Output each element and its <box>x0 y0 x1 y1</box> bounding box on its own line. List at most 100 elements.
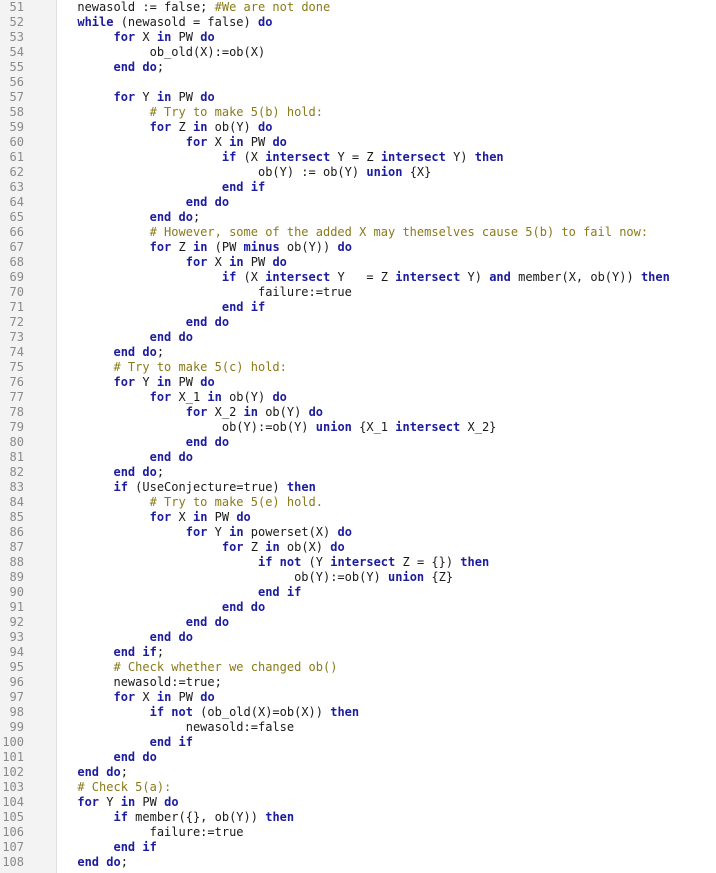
line-number: 54 <box>9 45 24 59</box>
code-line[interactable]: 65 end do; <box>0 210 716 225</box>
code-token: ob(Y) <box>207 120 258 134</box>
code-line[interactable]: 75 # Try to make 5(c) hold: <box>0 360 716 375</box>
code-text: end do <box>34 750 156 765</box>
code-token: (Y <box>301 555 331 569</box>
keyword-token: end do <box>149 210 193 224</box>
keyword-token: for <box>185 255 208 269</box>
code-line[interactable]: 78 for X_2 in ob(Y) do <box>0 405 716 420</box>
code-line[interactable]: 53 for X in PW do <box>0 30 716 45</box>
code-token: X <box>207 135 230 149</box>
code-line[interactable]: 85 for X in PW do <box>0 510 716 525</box>
code-line[interactable]: 76 for Y in PW do <box>0 375 716 390</box>
code-line[interactable]: 52 while (newasold = false) do <box>0 15 716 30</box>
code-token: PW <box>207 510 237 524</box>
code-line[interactable]: 57 for Y in PW do <box>0 90 716 105</box>
code-token <box>34 750 113 764</box>
code-token: X <box>207 255 230 269</box>
code-line[interactable]: 102 end do; <box>0 765 716 780</box>
code-token: X_2 <box>207 405 244 419</box>
code-text: if (UseConjecture=true) then <box>34 480 315 495</box>
code-line[interactable]: 88 if not (Y intersect Z = {}) then <box>0 555 716 570</box>
code-line[interactable]: 77 for X_1 in ob(Y) do <box>0 390 716 405</box>
code-line[interactable]: 101 end do <box>0 750 716 765</box>
code-line[interactable]: 80 end do <box>0 435 716 450</box>
code-line[interactable]: 97 for X in PW do <box>0 690 716 705</box>
code-line[interactable]: 54 ob_old(X):=ob(X) <box>0 45 716 60</box>
code-token: X_1 <box>171 390 208 404</box>
code-line[interactable]: 86 for Y in powerset(X) do <box>0 525 716 540</box>
code-line[interactable]: 103 # Check 5(a): <box>0 780 716 795</box>
code-line[interactable]: 105 if member({}, ob(Y)) then <box>0 810 716 825</box>
code-token <box>34 780 77 794</box>
code-line[interactable]: 69 if (X intersect Y = Z intersect Y) an… <box>0 270 716 285</box>
code-token: ; <box>156 645 165 659</box>
keyword-token: do <box>257 15 273 29</box>
code-line[interactable]: 89 ob(Y):=ob(Y) union {Z} <box>0 570 716 585</box>
code-text: # Try to make 5(b) hold: <box>34 105 323 120</box>
code-line[interactable]: 58 # Try to make 5(b) hold: <box>0 105 716 120</box>
code-line[interactable]: 71 end if <box>0 300 716 315</box>
code-line[interactable]: 72 end do <box>0 315 716 330</box>
keyword-token: union <box>315 420 352 434</box>
code-line[interactable]: 98 if not (ob_old(X)=ob(X)) then <box>0 705 716 720</box>
code-line[interactable]: 106 failure:=true <box>0 825 716 840</box>
code-line[interactable]: 67 for Z in (PW minus ob(Y)) do <box>0 240 716 255</box>
keyword-token: end if <box>149 735 193 749</box>
code-token: Y <box>135 375 157 389</box>
code-line[interactable]: 51 newasold := false; #We are not done <box>0 0 716 15</box>
code-line[interactable]: 92 end do <box>0 615 716 630</box>
code-token <box>34 105 150 119</box>
code-line[interactable]: 100 end if <box>0 735 716 750</box>
code-line[interactable]: 60 for X in PW do <box>0 135 716 150</box>
line-number: 71 <box>9 300 24 314</box>
code-line[interactable]: 59 for Z in ob(Y) do <box>0 120 716 135</box>
code-token: powerset(X) <box>243 525 338 539</box>
code-line[interactable]: 91 end do <box>0 600 716 615</box>
code-line[interactable]: 63 end if <box>0 180 716 195</box>
code-token: Y <box>207 525 230 539</box>
code-line[interactable]: 108 end do; <box>0 855 716 870</box>
code-line[interactable]: 62 ob(Y) := ob(Y) union {X} <box>0 165 716 180</box>
code-line[interactable]: 73 end do <box>0 330 716 345</box>
code-text: # Try to make 5(c) hold: <box>34 360 286 375</box>
code-token: failure:=true <box>34 285 352 299</box>
code-line[interactable]: 82 end do; <box>0 465 716 480</box>
code-line[interactable]: 94 end if; <box>0 645 716 660</box>
code-line[interactable]: 87 for Z in ob(X) do <box>0 540 716 555</box>
code-line[interactable]: 104 for Y in PW do <box>0 795 716 810</box>
code-token: member({}, ob(Y)) <box>127 810 266 824</box>
code-token: failure:=true <box>34 825 244 839</box>
code-token: Z <box>171 120 193 134</box>
keyword-token: in <box>229 255 244 269</box>
code-line[interactable]: 96 newasold:=true; <box>0 675 716 690</box>
code-line[interactable]: 93 end do <box>0 630 716 645</box>
code-line[interactable]: 55 end do; <box>0 60 716 75</box>
code-text: if (X intersect Y = Z intersect Y) and m… <box>34 270 670 285</box>
code-line[interactable]: 70 failure:=true <box>0 285 716 300</box>
code-line[interactable]: 79 ob(Y):=ob(Y) union {X_1 intersect X_2… <box>0 420 716 435</box>
code-text: end if <box>34 180 265 195</box>
code-token <box>34 630 150 644</box>
keyword-token: do <box>258 120 273 134</box>
code-token <box>34 795 77 809</box>
code-line[interactable]: 83 if (UseConjecture=true) then <box>0 480 716 495</box>
code-line[interactable]: 74 end do; <box>0 345 716 360</box>
code-text: for X in PW do <box>34 510 251 525</box>
code-token <box>34 405 186 419</box>
keyword-token: do <box>272 135 287 149</box>
code-line[interactable]: 61 if (X intersect Y = Z intersect Y) th… <box>0 150 716 165</box>
code-token <box>34 540 222 554</box>
code-line[interactable]: 95 # Check whether we changed ob() <box>0 660 716 675</box>
code-line[interactable]: 81 end do <box>0 450 716 465</box>
code-line[interactable]: 64 end do <box>0 195 716 210</box>
code-line[interactable]: 84 # Try to make 5(e) hold. <box>0 495 716 510</box>
code-line[interactable]: 66 # However, some of the added X may th… <box>0 225 716 240</box>
code-line[interactable]: 107 end if <box>0 840 716 855</box>
code-text: ob(Y) := ob(Y) union {X} <box>34 165 431 180</box>
code-line[interactable]: 99 newasold:=false <box>0 720 716 735</box>
code-line[interactable]: 56 <box>0 75 716 90</box>
keyword-token: do <box>200 375 215 389</box>
code-line[interactable]: 90 end if <box>0 585 716 600</box>
code-line[interactable]: 68 for X in PW do <box>0 255 716 270</box>
